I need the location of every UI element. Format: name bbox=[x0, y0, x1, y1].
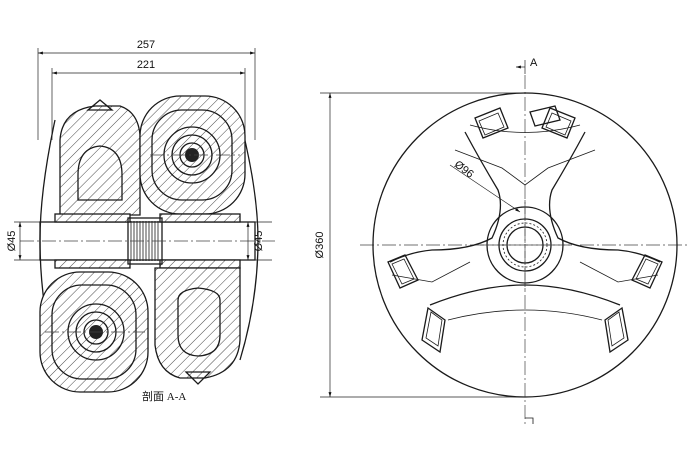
dimension-overall-width: 257 bbox=[37, 39, 256, 140]
dimension-outer-diameter: Ø360 bbox=[314, 92, 525, 398]
dimension-left-bore: Ø45 bbox=[6, 221, 42, 261]
lower-arm bbox=[154, 267, 241, 385]
spider-body bbox=[389, 124, 661, 321]
hub-diameter-label: Ø96 bbox=[452, 159, 476, 181]
upper-arm bbox=[59, 99, 141, 216]
hull-right bbox=[239, 119, 259, 361]
top-view: Ø360 A bbox=[314, 57, 690, 425]
hub bbox=[480, 200, 570, 290]
section-caption: 剖面 A-A bbox=[142, 389, 186, 403]
section-marker-label: A bbox=[530, 57, 538, 69]
section-view: 257 221 bbox=[6, 39, 275, 403]
roller-pockets bbox=[387, 105, 663, 354]
overall-width-label: 257 bbox=[137, 39, 155, 51]
section-marker: A bbox=[516, 57, 538, 74]
roller-wheel-bottom bbox=[39, 271, 149, 393]
roller-wheel-top bbox=[139, 95, 246, 215]
dimension-right-bore: Ø45 bbox=[236, 221, 272, 261]
shaft bbox=[20, 213, 275, 269]
dimension-inner-width: 221 bbox=[51, 59, 246, 140]
outer-diameter-label: Ø360 bbox=[314, 232, 326, 259]
right-bore-label: Ø45 bbox=[253, 231, 265, 252]
corner-mark bbox=[525, 417, 534, 424]
dimension-hub-diameter: Ø96 bbox=[449, 159, 521, 213]
left-bore-label: Ø45 bbox=[6, 231, 18, 252]
inner-width-label: 221 bbox=[137, 59, 155, 71]
